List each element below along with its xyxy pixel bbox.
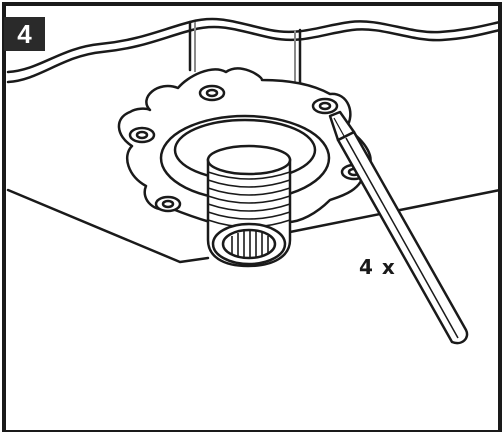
step-number-badge: 4: [4, 17, 45, 51]
quantity-callout: 4 x: [359, 255, 396, 279]
hex-key-icon: [328, 110, 469, 345]
pipe-spline-end: [211, 222, 287, 266]
spline-teeth: [231, 231, 269, 257]
